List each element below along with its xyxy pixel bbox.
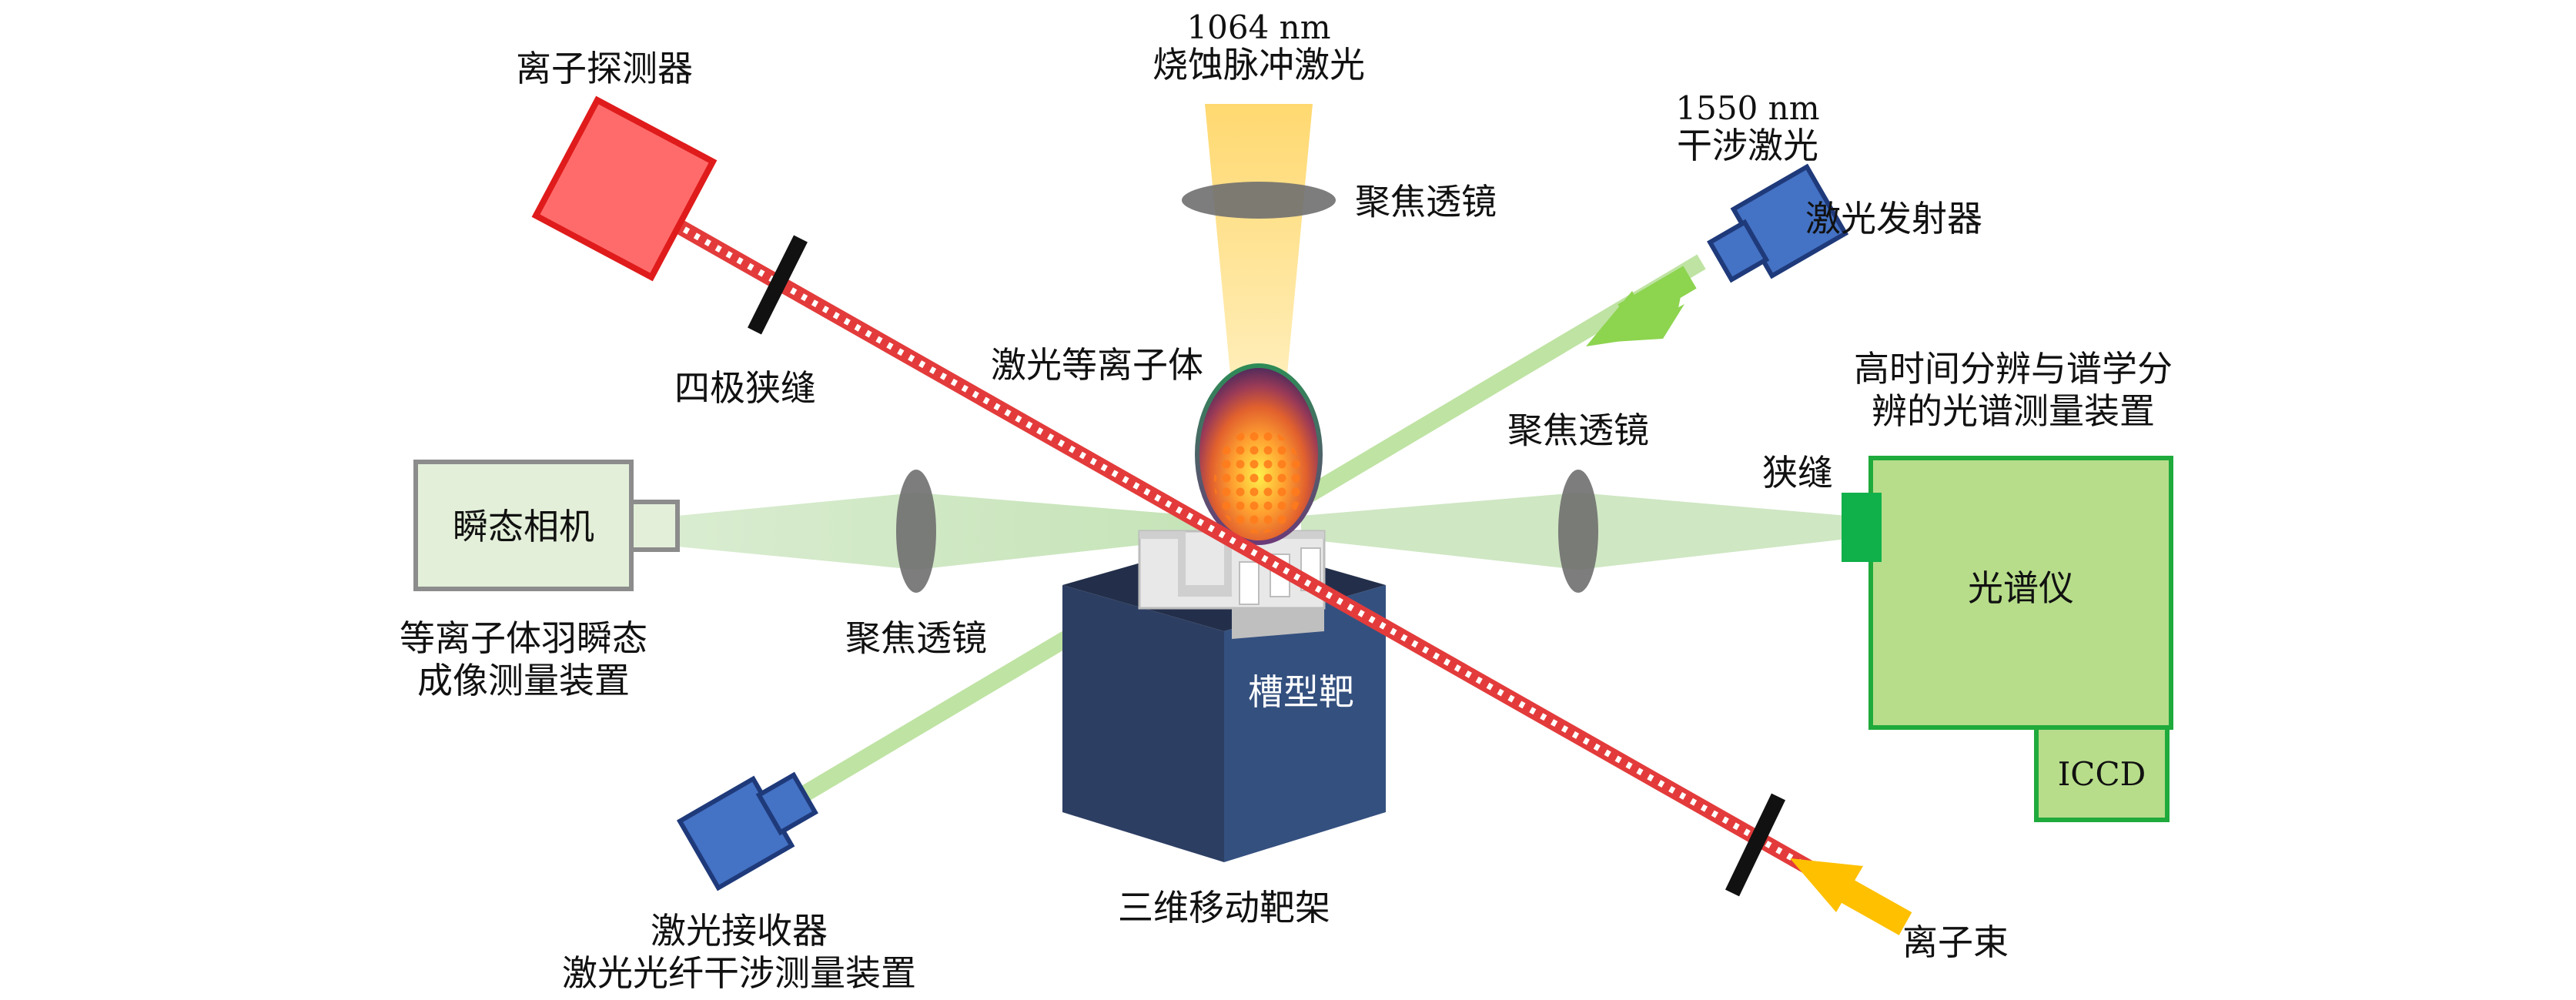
ion-beam-dots xyxy=(672,220,1815,873)
spectrometer-label: 光谱仪 xyxy=(1968,567,2074,609)
plasma-particles xyxy=(1214,429,1303,533)
ion-detector-label: 离子探测器 xyxy=(516,48,693,89)
laser-emitter xyxy=(1707,163,1849,283)
imaging-beam xyxy=(677,493,1197,570)
focus-lens-right xyxy=(1558,470,1598,593)
spectro-system-label-1: 高时间分辨与谱学分 xyxy=(1854,348,2173,390)
focus-lens-top xyxy=(1182,182,1336,219)
laser-emitter-label: 激光发射器 xyxy=(1805,198,1982,239)
fast-camera xyxy=(413,460,634,591)
quadrupole-slit-bottom xyxy=(1725,793,1786,897)
stage-side xyxy=(1224,585,1386,862)
fast-camera-lens xyxy=(629,500,680,552)
ion-beam-arrow-shaft xyxy=(1837,878,1912,935)
interferometer-arrow-head xyxy=(1586,291,1657,346)
groove-target-label: 槽型靶 xyxy=(1248,671,1354,713)
slit-label: 狭缝 xyxy=(1762,452,1833,493)
focus-lens-left-label: 聚焦透镜 xyxy=(845,617,987,659)
quadrupole-slit-label: 四极狭缝 xyxy=(674,367,816,409)
quadrupole-slit-top xyxy=(748,235,808,335)
focus-lens-top-label: 聚焦透镜 xyxy=(1355,181,1497,222)
ion-detector xyxy=(531,95,718,282)
interf-wavelength-label: 1550 nm xyxy=(1675,89,1819,127)
laser-receiver xyxy=(676,771,818,891)
spectro-system-label-2: 辨的光谱测量装置 xyxy=(1872,390,2155,432)
ablation-wavelength-label: 1064 nm xyxy=(1186,8,1330,46)
ion-beam-arrow-head xyxy=(1790,858,1863,912)
focus-lens-left xyxy=(896,470,936,593)
focus-lens-right-label: 聚焦透镜 xyxy=(1507,410,1649,451)
ablation-laser-label: 烧蚀脉冲激光 xyxy=(1153,44,1365,85)
groove-target xyxy=(1138,530,1326,639)
iccd-box xyxy=(2034,725,2170,822)
spectrometer-slit xyxy=(1842,493,1882,562)
laser-plasma-label: 激光等离子体 xyxy=(991,344,1203,386)
imaging-system-label-1: 等离子体羽瞬态 xyxy=(400,617,647,659)
imaging-system-label-2: 成像测量装置 xyxy=(417,660,630,701)
fast-camera-label: 瞬态相机 xyxy=(453,506,594,547)
stage-front xyxy=(1062,585,1224,862)
interf-laser-label: 干涉激光 xyxy=(1677,125,1818,166)
interferometer-system-label: 激光光纤干涉测量装置 xyxy=(562,952,916,994)
laser-receiver-label: 激光接收器 xyxy=(651,910,828,952)
ion-beam-label: 离子束 xyxy=(1902,921,2009,963)
stage-label: 三维移动靶架 xyxy=(1118,887,1330,928)
iccd-label: ICCD xyxy=(2058,755,2146,793)
spectrometer xyxy=(1868,456,2173,730)
